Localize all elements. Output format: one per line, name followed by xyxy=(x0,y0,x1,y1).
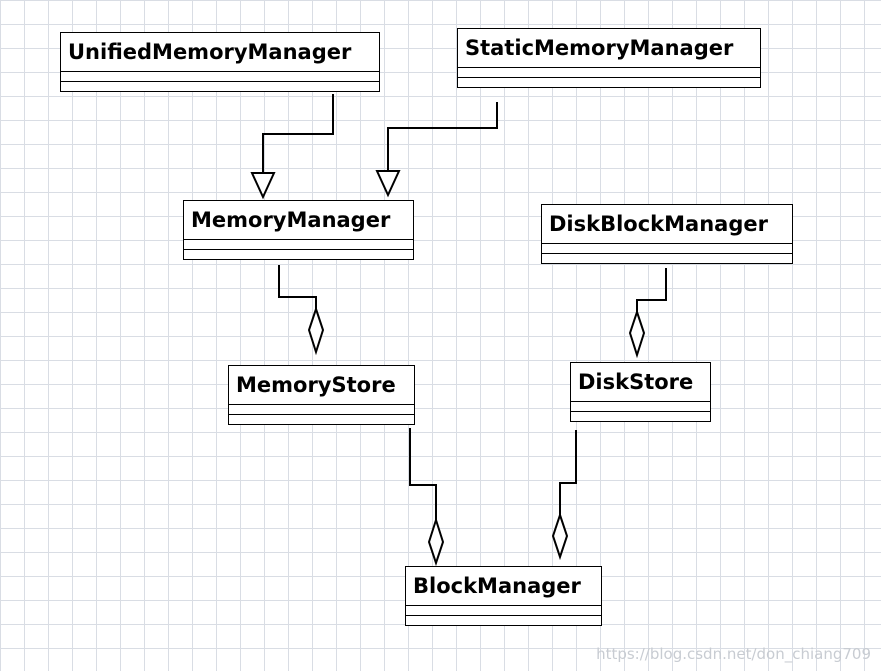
attributes-compartment xyxy=(229,404,414,414)
class-name: MemoryManager xyxy=(191,208,391,232)
attributes-compartment xyxy=(406,605,601,615)
operations-compartment xyxy=(458,77,760,87)
attributes-compartment xyxy=(184,239,413,249)
operations-compartment xyxy=(229,414,414,424)
aggregation-disk-store-to-block-manager xyxy=(559,430,577,515)
generalization-arrowhead xyxy=(250,172,276,200)
operations-compartment xyxy=(184,249,413,259)
class-name: BlockManager xyxy=(413,574,581,598)
watermark: https://blog.csdn.net/don_chiang709 xyxy=(596,645,871,663)
aggregation-diamond xyxy=(551,511,569,561)
aggregation-diamond xyxy=(427,516,445,567)
class-memory-manager[interactable]: MemoryManager xyxy=(183,200,414,260)
class-disk-block-manager[interactable]: DiskBlockManager xyxy=(541,204,793,264)
attributes-compartment xyxy=(542,243,792,253)
attributes-compartment xyxy=(458,67,760,77)
class-name: DiskStore xyxy=(578,370,694,394)
class-disk-store[interactable]: DiskStore xyxy=(570,362,711,422)
attributes-compartment xyxy=(61,71,379,81)
class-name: StaticMemoryManager xyxy=(465,36,734,60)
class-name: UnifiedMemoryManager xyxy=(68,40,352,64)
class-unified-memory-manager[interactable]: UnifiedMemoryManager xyxy=(60,32,380,92)
class-block-manager[interactable]: BlockManager xyxy=(405,566,602,626)
generalization-unified-to-memory-manager xyxy=(262,94,334,173)
aggregation-diamond xyxy=(307,305,325,356)
attributes-compartment xyxy=(571,401,710,411)
class-memory-store[interactable]: MemoryStore xyxy=(228,365,415,425)
aggregation-diamond xyxy=(628,308,646,359)
class-static-memory-manager[interactable]: StaticMemoryManager xyxy=(457,28,761,88)
operations-compartment xyxy=(406,615,601,625)
generalization-arrowhead xyxy=(375,170,401,198)
class-name: DiskBlockManager xyxy=(549,212,768,236)
operations-compartment xyxy=(61,81,379,91)
operations-compartment xyxy=(571,411,710,421)
aggregation-disk-block-manager-to-disk-store xyxy=(636,268,667,312)
aggregation-memory-manager-to-memory-store xyxy=(278,265,317,309)
generalization-static-to-memory-manager xyxy=(387,102,498,171)
class-name: MemoryStore xyxy=(236,373,396,397)
operations-compartment xyxy=(542,253,792,263)
aggregation-memory-store-to-block-manager xyxy=(409,428,437,520)
